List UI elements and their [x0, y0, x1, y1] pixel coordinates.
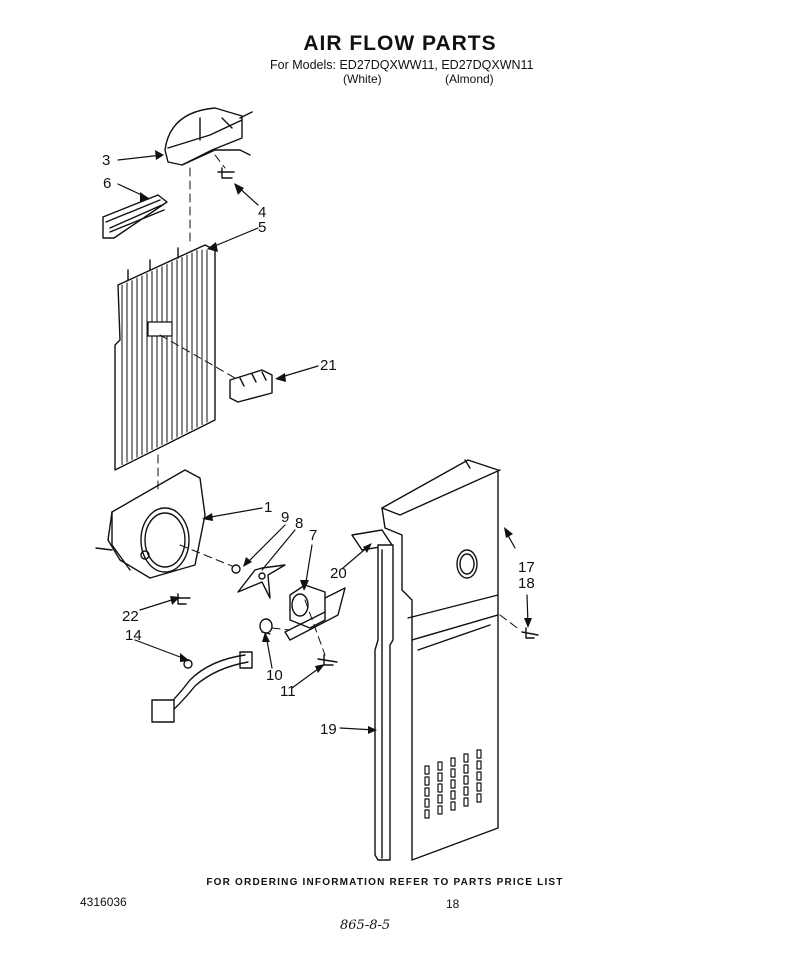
vent-slot [438, 762, 442, 770]
callout-21: 21 [320, 357, 337, 374]
callout-5: 5 [258, 219, 267, 236]
vent-slot [425, 788, 429, 796]
vent-slot [425, 799, 429, 807]
part-14-wire-harness [152, 652, 252, 722]
models-line: For Models: ED27DQXWW11, ED27DQXWN11 [270, 58, 534, 72]
callout-8: 8 [295, 515, 304, 532]
vent-slot [451, 780, 455, 788]
part-21-bracket [230, 370, 272, 402]
part-5-evaporator-cover [115, 245, 215, 470]
callout-3: 3 [102, 152, 111, 169]
vent-slot [451, 791, 455, 799]
vent-slot [477, 783, 481, 791]
vent-slot [464, 776, 468, 784]
part-6-grille [103, 195, 167, 238]
vent-slot [425, 777, 429, 785]
callout-6: 6 [103, 175, 112, 192]
part-8-fan-blade [238, 565, 285, 598]
vent-slot [464, 798, 468, 806]
vent-slot [477, 772, 481, 780]
vent-slot [425, 766, 429, 774]
part-10-grommet [260, 619, 272, 634]
vent-slot [464, 765, 468, 773]
callout-9: 9 [281, 509, 290, 526]
arrowheads [140, 150, 532, 734]
callout-20: 20 [330, 565, 347, 582]
almond-label: (Almond) [445, 72, 494, 86]
callout-11: 11 [280, 683, 296, 700]
vent-slot [425, 810, 429, 818]
part-3-duct-cover [165, 108, 252, 165]
callout-10: 10 [266, 667, 283, 684]
part-7-fan-motor [285, 585, 345, 640]
handwritten-note: 865-8-5 [340, 918, 391, 933]
vent-slot [451, 758, 455, 766]
vent-slot [464, 787, 468, 795]
document-number: 4316036 [80, 895, 127, 909]
page-number: 18 [446, 897, 460, 911]
callout-18: 18 [518, 575, 535, 592]
vent-slot [438, 795, 442, 803]
part-19-channel [375, 545, 393, 860]
vent-slot [464, 754, 468, 762]
page-title: AIR FLOW PARTS [303, 32, 497, 55]
ordering-info: FOR ORDERING INFORMATION REFER TO PARTS … [206, 877, 564, 888]
callout-14: 14 [125, 627, 142, 644]
part-18-screw [522, 628, 538, 638]
white-label: (White) [343, 72, 382, 86]
vent-slot [477, 794, 481, 802]
part-17-air-tower [382, 460, 500, 860]
vent-slot [438, 784, 442, 792]
part-4-screw [218, 168, 234, 178]
vent-slot [451, 769, 455, 777]
assembly-guide-lines [158, 155, 520, 655]
callout-19: 19 [320, 721, 337, 738]
callout-17: 17 [518, 559, 535, 576]
callout-4: 4 [258, 204, 267, 221]
vent-slot [451, 802, 455, 810]
part-1-fan-shroud [96, 470, 205, 578]
vent-slot [438, 773, 442, 781]
part-9-nut [232, 565, 240, 573]
vent-slot [438, 806, 442, 814]
callout-1: 1 [264, 499, 273, 516]
part-11-screw [318, 655, 337, 665]
callout-22: 22 [122, 608, 139, 625]
callout-7: 7 [309, 527, 318, 544]
vent-slot [477, 761, 481, 769]
vent-slot [477, 750, 481, 758]
